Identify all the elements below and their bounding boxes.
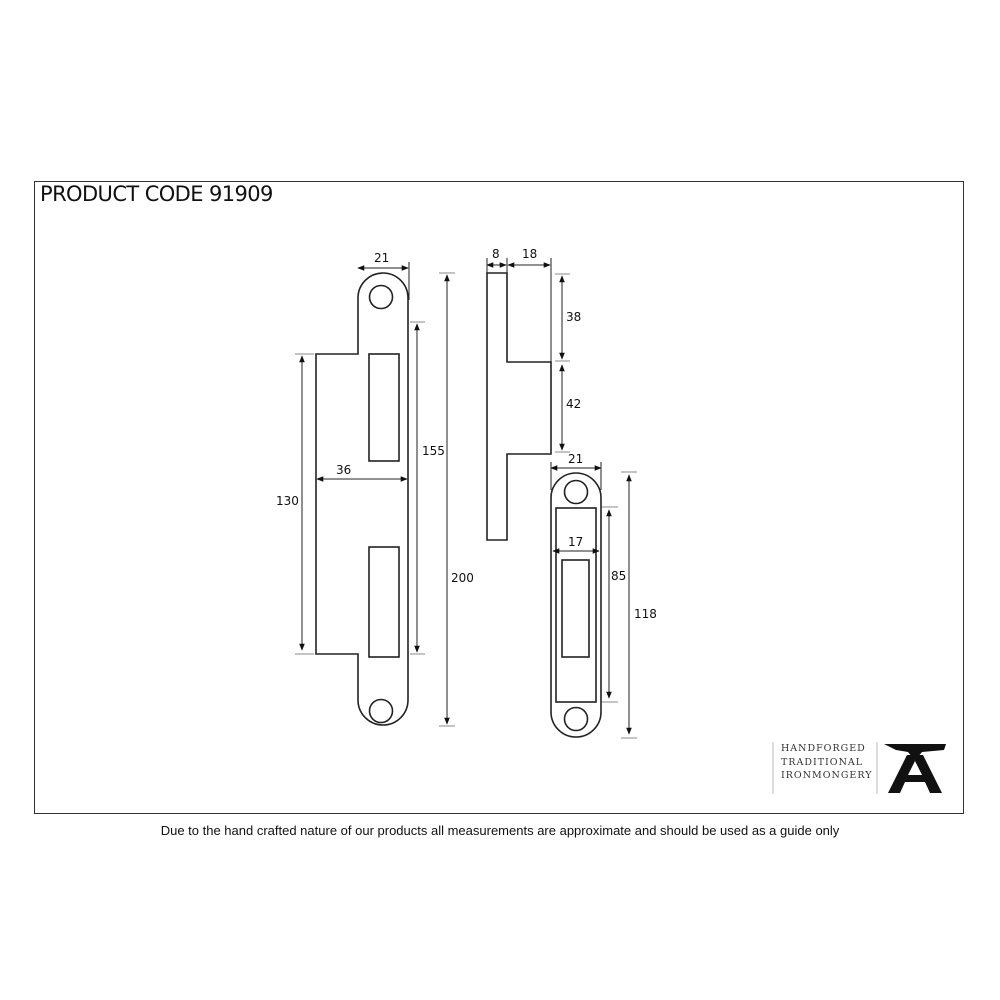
dim-strike-width: 21	[568, 452, 583, 466]
dim-profile-thickness: 8	[492, 247, 500, 261]
dim-keep-overall-length: 200	[451, 571, 474, 585]
brand-text: HANDFORGED TRADITIONAL IRONMONGERY	[781, 742, 873, 783]
dim-strike-inner-width: 17	[568, 535, 583, 549]
dim-profile-depth: 18	[522, 247, 537, 261]
brand-line-2: TRADITIONAL	[781, 756, 864, 768]
brand-line-3: IRONMONGERY	[781, 770, 873, 781]
drawing-frame	[34, 181, 964, 814]
anvil-icon	[884, 744, 946, 793]
side-profile-outline	[486, 272, 552, 541]
dim-keep-inner-length: 155	[422, 444, 445, 458]
side-profile-dimensions	[486, 258, 570, 453]
dim-keep-width: 21	[374, 251, 389, 265]
keep-plate-outline	[315, 272, 409, 726]
measurement-disclaimer: Due to the hand crafted nature of our pr…	[160, 823, 840, 838]
dim-profile-upper: 38	[566, 310, 581, 324]
dim-profile-lip: 42	[566, 397, 581, 411]
brand-line-1: HANDFORGED	[781, 743, 866, 754]
dim-strike-inner-length: 85	[611, 569, 626, 583]
strike-plate-outline	[550, 472, 602, 738]
dim-keep-slot-span: 130	[276, 494, 299, 508]
keep-plate-dimensions	[295, 262, 455, 727]
product-code-title: PRODUCT CODE 91909	[40, 182, 273, 206]
strike-plate-dimensions	[550, 462, 637, 739]
dim-strike-overall-length: 118	[634, 607, 657, 621]
dim-keep-body-width: 36	[336, 463, 351, 477]
